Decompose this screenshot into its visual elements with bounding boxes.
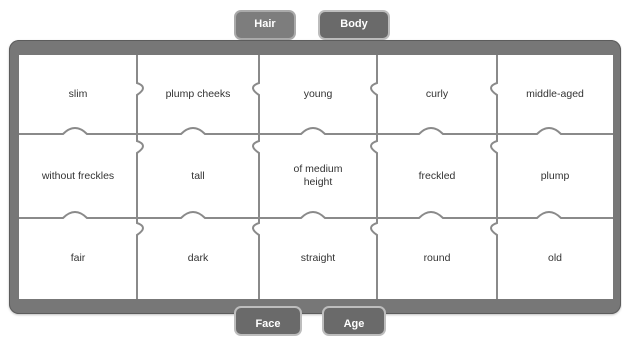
piece-label: middle-aged: [526, 88, 584, 100]
piece-label: freckled: [418, 169, 456, 182]
puzzle-piece[interactable]: without freckles: [19, 134, 137, 218]
piece-label: plump: [540, 169, 570, 182]
puzzle-piece[interactable]: young: [259, 55, 377, 134]
puzzle-piece[interactable]: slim: [19, 55, 137, 134]
piece-label: without freckles: [41, 169, 115, 182]
puzzle-piece[interactable]: dark: [137, 218, 259, 299]
tab-hair-label: Hair: [254, 17, 276, 30]
piece-label: plump cheeks: [165, 88, 231, 100]
tab-hair[interactable]: Hair: [234, 10, 296, 40]
puzzle-piece[interactable]: old: [497, 218, 613, 299]
puzzle-piece[interactable]: freckled: [377, 134, 497, 218]
piece-label: old: [547, 252, 562, 264]
puzzle-piece[interactable]: curly: [377, 55, 497, 134]
puzzle-piece[interactable]: of medium height: [259, 134, 377, 218]
tab-face-label: Face: [255, 318, 281, 330]
piece-label: fair: [70, 252, 86, 264]
piece-label: dark: [187, 252, 209, 264]
tab-age[interactable]: Age: [322, 306, 386, 336]
puzzle-piece[interactable]: plump cheeks: [137, 55, 259, 134]
piece-label: curly: [425, 88, 449, 100]
puzzle-piece[interactable]: tall: [137, 134, 259, 218]
tab-body[interactable]: Body: [318, 10, 390, 40]
piece-label: young: [303, 88, 333, 100]
piece-label: round: [423, 252, 451, 264]
puzzle-area: [19, 55, 613, 299]
piece-label: tall: [191, 169, 205, 182]
puzzle-piece[interactable]: fair: [19, 218, 137, 299]
puzzle-piece[interactable]: straight: [259, 218, 377, 299]
puzzle-piece[interactable]: round: [377, 218, 497, 299]
tab-face[interactable]: Face: [234, 306, 302, 336]
puzzle-piece[interactable]: plump: [497, 134, 613, 218]
tab-body-label: Body: [340, 17, 368, 30]
piece-label: straight: [300, 252, 336, 264]
piece-label: of medium height: [293, 163, 343, 188]
puzzle-piece[interactable]: middle-aged: [497, 55, 613, 134]
tab-age-label: Age: [343, 318, 365, 330]
piece-label: slim: [68, 88, 88, 100]
